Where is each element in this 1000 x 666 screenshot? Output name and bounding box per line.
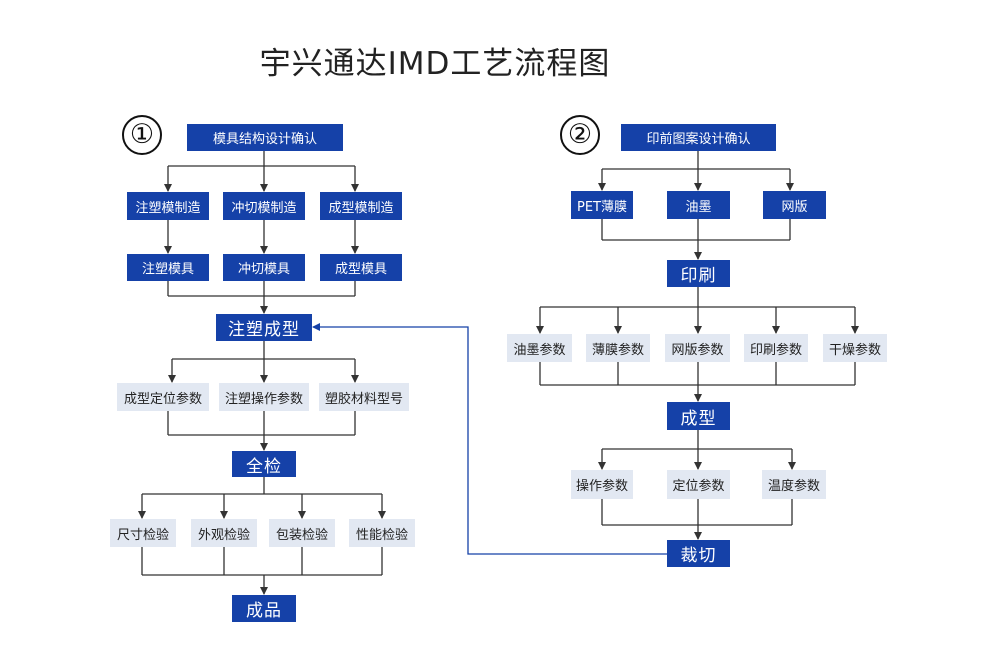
cutting-box: 裁切 [667, 540, 730, 567]
print-design-confirm-box: 印前图案设计确认 [621, 124, 776, 151]
cutting-mold-box: 冲切模具 [223, 254, 305, 281]
check-box-packaging: 包装检验 [269, 519, 335, 547]
screen-box: 网版 [763, 191, 826, 219]
injection-molding-box: 注塑成型 [216, 314, 312, 341]
check-box-performance: 性能检验 [349, 519, 415, 547]
forming-mold-manufacture-box: 成型模制造 [320, 192, 402, 220]
print-param-printing: 印刷参数 [744, 334, 808, 362]
injection-mold-box: 注塑模具 [127, 254, 209, 281]
form-param-positioning: 定位参数 [667, 470, 730, 499]
param-box-positioning: 成型定位参数 [117, 383, 209, 411]
finished-product-box: 成品 [232, 595, 296, 622]
diagram-title: 宇兴通达IMD工艺流程图 [259, 46, 611, 82]
form-param-operation: 操作参数 [571, 470, 633, 499]
param-box-operation: 注塑操作参数 [219, 383, 309, 411]
full-inspection-box: 全检 [232, 451, 296, 477]
step-number-1: ① [122, 115, 162, 155]
forming-mold-box: 成型模具 [320, 254, 402, 281]
cutting-mold-manufacture-box: 冲切模制造 [223, 192, 305, 220]
param-box-material: 塑胶材料型号 [319, 383, 409, 411]
pet-film-box: PET薄膜 [571, 191, 633, 219]
print-param-ink: 油墨参数 [507, 334, 572, 362]
form-param-temperature: 温度参数 [762, 470, 826, 499]
mold-design-confirm-box: 模具结构设计确认 [187, 124, 343, 151]
print-param-drying: 干燥参数 [823, 334, 887, 362]
step-number-2: ② [560, 115, 600, 155]
forming-box: 成型 [667, 402, 730, 430]
ink-box: 油墨 [667, 191, 730, 219]
check-box-dimension: 尺寸检验 [110, 519, 176, 547]
print-param-screen: 网版参数 [665, 334, 730, 362]
injection-mold-manufacture-box: 注塑模制造 [127, 192, 209, 220]
printing-box: 印刷 [667, 260, 730, 287]
print-param-film: 薄膜参数 [586, 334, 650, 362]
check-box-appearance: 外观检验 [191, 519, 257, 547]
